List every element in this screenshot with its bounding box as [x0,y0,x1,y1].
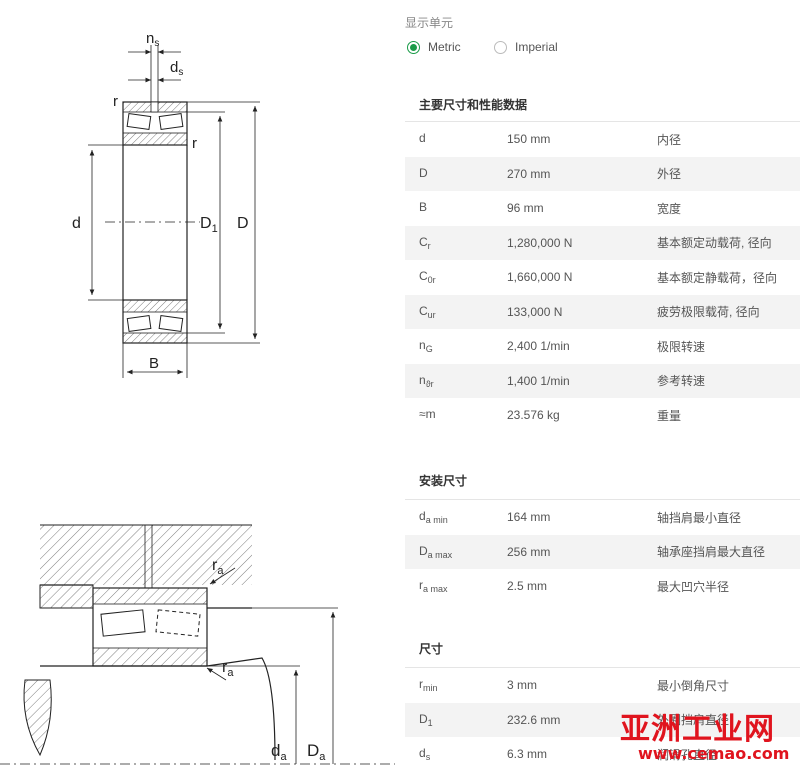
row-description: 最小倒角尺寸 [657,678,730,693]
row-description: 外径 [657,167,682,182]
row-value: 2,400 1/min [507,339,570,354]
row-value: 232.6 mm [507,712,561,727]
row-symbol: B [419,200,428,215]
row-symbol: rmin [419,677,438,694]
row-symbol: C0r [419,269,436,286]
table-row: D 270 mm 外径 [405,156,800,191]
label-da: d [271,741,280,760]
bearing-drawings: ns ds r r d D1 D B [0,0,395,770]
table-row: Da max 256 mm 轴承座挡肩最大直径 [405,534,800,569]
label-D1: D [200,215,212,232]
main-data-table: d 150 mm 内径 D 270 mm 外径 B 96 mm 宽度 Cr 1,280,000 N 基… [405,121,800,433]
table-row: rmin 3 mm 最小倒角尺寸 [405,668,800,703]
label-r1: r [113,93,118,110]
svg-text:D1: D1 [200,215,218,235]
row-value: 150 mm [507,132,551,147]
row-description: 最大凹穴半径 [657,579,730,594]
row-symbol: d [419,131,426,146]
section-title-mounting: 安装尺寸 [419,474,468,488]
table-row: nϑr 1,400 1/min 参考转速 [405,363,800,398]
unit-option-metric[interactable]: Metric [407,40,461,54]
row-value: 270 mm [507,166,551,181]
row-symbol: D1 [419,711,433,728]
label-Da: D [307,741,319,760]
row-symbol: Cur [419,303,436,320]
row-value: 1,400 1/min [507,373,570,388]
row-symbol: ra max [419,578,448,595]
row-value: 1,280,000 N [507,235,573,250]
row-value: 3 mm [507,678,537,693]
row-symbol: ds [419,746,431,763]
row-symbol: D [419,165,428,180]
section-title-dimensions: 尺寸 [419,642,444,656]
row-description: 疲劳极限载荷, 径向 [657,305,760,320]
row-description: 轴承座挡肩最大直径 [657,545,766,560]
table-row: B 96 mm 宽度 [405,191,800,226]
mounting-drawing: ra ra da Da [0,524,395,765]
row-value: 133,000 N [507,304,563,319]
row-symbol: da min [419,509,448,526]
row-value: 6.3 mm [507,747,548,762]
row-symbol: Da max [419,543,453,560]
row-value: 256 mm [507,544,551,559]
table-row: ≈m 23.576 kg 重量 [405,398,800,433]
table-row: Cur 133,000 N 疲劳极限载荷, 径向 [405,294,800,329]
unit-option-label: Imperial [515,40,558,54]
svg-text:ds: ds [170,59,183,78]
svg-text:Da: Da [307,741,326,763]
unit-option-label: Metric [428,40,461,54]
label-ra-bottom: r [222,659,228,676]
table-row: d 150 mm 内径 [405,122,800,157]
row-description: 润滑孔直径 [657,747,718,762]
watermark-text: 亚洲工业网 [620,712,775,747]
label-ns: n [146,30,154,47]
unit-selector-label: 显示单元 [405,16,454,30]
row-description: 基本额定静载荷，径向 [657,270,778,285]
product-data-panel: 显示单元 Metric Imperial 主要尺寸和性能数据 d 150 mm 内径… [395,0,800,770]
bearing-cross-section-drawing: ns ds r r d D1 D B [72,30,260,378]
row-description: 参考转速 [657,374,706,389]
row-value: 1,660,000 N [507,270,573,285]
section-title-main: 主要尺寸和性能数据 [419,98,528,112]
watermark-url: www.cemao.com [638,744,790,763]
svg-text:ns: ns [146,30,159,49]
table-row: ds 6.3 mm 润滑孔直径 [405,737,800,772]
label-ra-top: r [212,557,218,574]
row-value: 23.576 kg [507,408,560,423]
table-row: ra max 2.5 mm 最大凹穴半径 [405,569,800,604]
row-description: 重量 [657,408,682,423]
label-D: D [237,215,249,232]
row-description: 轴挡肩最小直径 [657,510,742,525]
dimensions-data-table: rmin 3 mm 最小倒角尺寸 D1 232.6 mm 外圈挡肩直径 ds 6.3 mm 润滑… [405,667,800,772]
row-description: 基本额定动载荷, 径向 [657,236,772,251]
row-symbol: nG [419,338,433,355]
radio-selected-icon[interactable] [407,40,420,54]
watermark-logo: 亚洲工业网 www.cemao.com [608,700,800,770]
radio-unselected-icon[interactable] [494,40,507,54]
table-row: nG 2,400 1/min 极限转速 [405,329,800,364]
svg-text:da: da [271,741,287,763]
row-value: 164 mm [507,510,551,525]
table-row: da min 164 mm 轴挡肩最小直径 [405,500,800,535]
table-row: C0r 1,660,000 N 基本额定静载荷，径向 [405,260,800,295]
label-ds: d [170,59,178,76]
row-description: 宽度 [657,201,682,216]
row-symbol: ≈m [419,407,436,422]
row-symbol: nϑr [419,372,434,389]
row-description: 极限转速 [657,339,706,354]
table-row: Cr 1,280,000 N 基本额定动载荷, 径向 [405,225,800,260]
row-symbol: Cr [419,234,431,251]
svg-text:ra: ra [212,557,224,577]
svg-text:ra: ra [222,659,234,679]
row-value: 2.5 mm [507,579,548,594]
label-d: d [72,215,81,232]
table-row: D1 232.6 mm 外圈挡肩直径 [405,702,800,737]
unit-option-imperial[interactable]: Imperial [494,40,558,54]
mounting-data-table: da min 164 mm 轴挡肩最小直径 Da max 256 mm 轴承座挡肩最大直径… [405,499,800,604]
label-B: B [149,355,159,372]
row-description: 外圈挡肩直径 [657,713,730,728]
row-value: 96 mm [507,201,544,216]
row-description: 内径 [657,132,682,147]
label-r2: r [192,135,197,152]
